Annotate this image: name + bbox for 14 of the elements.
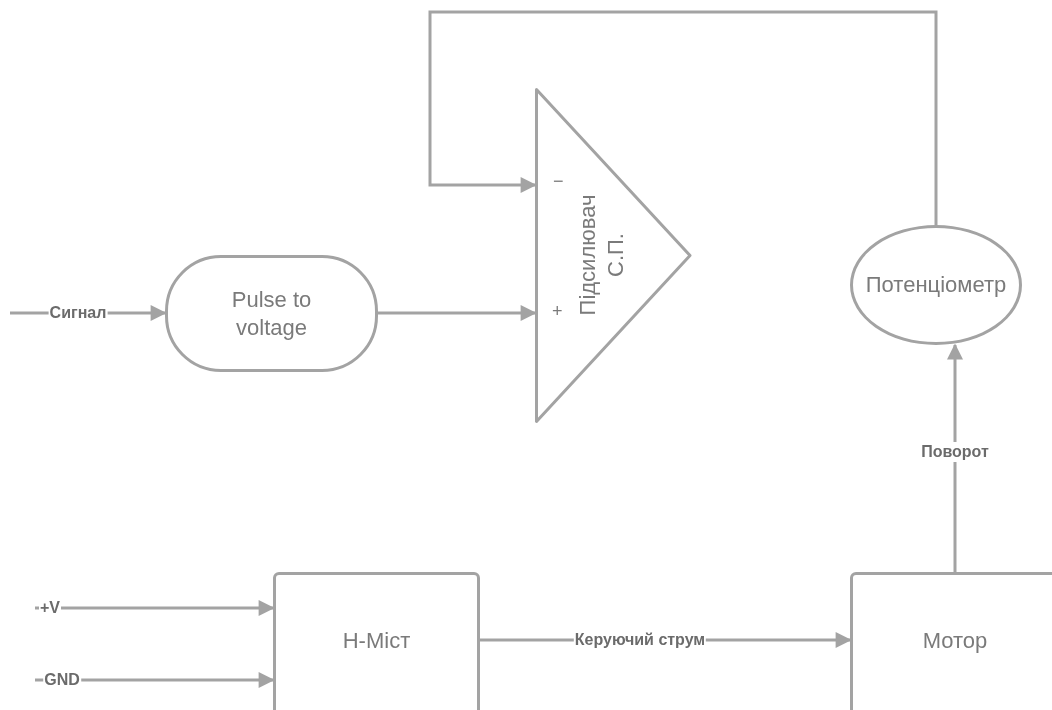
arrow bbox=[378, 305, 537, 321]
process-pill: Pulse to voltage bbox=[165, 255, 378, 372]
edge-label: Поворот bbox=[920, 442, 990, 462]
arrow bbox=[35, 600, 275, 616]
process-ellipse: Потенціометр bbox=[850, 225, 1022, 345]
inverting-input-sign: − bbox=[553, 172, 564, 190]
arrow bbox=[947, 343, 963, 572]
amplifier-label: Підсилювач С.П. bbox=[573, 193, 628, 318]
process-box: Мотор bbox=[850, 572, 1052, 710]
arrow bbox=[428, 10, 938, 225]
amplifier-triangle bbox=[535, 88, 692, 423]
non-inverting-input-sign: + bbox=[552, 302, 563, 320]
process-box: H-Міст bbox=[273, 572, 480, 710]
edge-label: Керуючий струм bbox=[573, 630, 707, 650]
